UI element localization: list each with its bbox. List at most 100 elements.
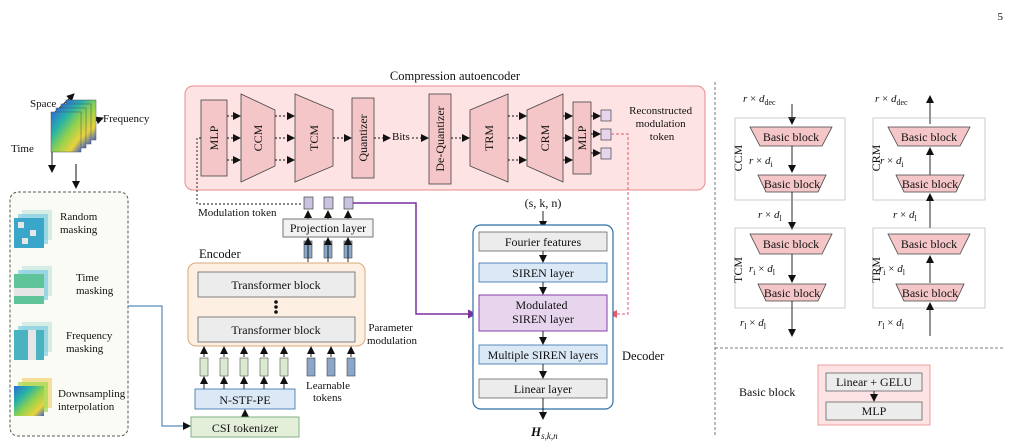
linear-layer-label: Linear layer [514, 382, 572, 396]
fourier-features-label: Fourier features [505, 235, 582, 249]
random-masking-thumb [14, 210, 52, 248]
parameter-modulation-arrow [353, 202, 477, 319]
modulation-token-1 [303, 196, 314, 210]
trm-basic-block-2-label: Basic block [902, 286, 958, 300]
ellipsis-dot-3 [274, 310, 278, 314]
ccm-side-label: CCM [731, 144, 745, 171]
csi-tokenizer-block [190, 416, 300, 438]
modulation-token-2 [323, 196, 334, 210]
reconstructed-token-3 [600, 147, 612, 160]
parameter-modulation-label: Parameter modulation [367, 322, 418, 347]
parameter-modulation-line2: modulation [367, 335, 418, 347]
modulated-siren-label: Modulated SIREN layer [512, 298, 574, 326]
crm-label: CRM [538, 124, 552, 151]
crm-basic-block-2 [895, 174, 965, 193]
tcm-basic-block-1-label: Basic block [763, 237, 819, 251]
page-number: 5 [998, 11, 1004, 23]
autoencoder-title: Compression autoencoder [390, 69, 521, 83]
reconstructed-to-decoder-arrow [609, 133, 629, 318]
decoder-input-label: (s, k, n) [525, 196, 562, 210]
bits-label: Bits [392, 131, 410, 143]
ccm-dim-mid: r × di [749, 155, 774, 169]
axis-frequency-label: Frequency [103, 113, 150, 125]
masking-item-time-line-1: Time [76, 272, 99, 284]
crm-side-label: CRM [869, 144, 883, 171]
autoencoder-mlp-right [572, 101, 592, 175]
masking-item-frequency-line-2: masking [66, 343, 104, 355]
trm-basic-block-2 [895, 283, 965, 302]
ccm-basic-block-1-label: Basic block [763, 130, 819, 144]
crm-trm-dim: r × dl [893, 209, 918, 223]
tcm-dim-mid: ri × dl [749, 263, 776, 277]
time-masking-thumb [14, 266, 52, 304]
projection-layer-label: Projection layer [290, 221, 366, 235]
basic-block-def-label: Basic block [739, 385, 795, 399]
linear-gelu-label: Linear + GELU [836, 375, 912, 389]
crm-dim-mid: r × di [880, 155, 905, 169]
trm-basic-block-1 [887, 233, 971, 255]
parameter-modulation-line1: Parameter [368, 322, 413, 334]
masking-item-random-line-1: Random [60, 211, 98, 223]
modulated-siren-line1: Modulated [516, 298, 568, 312]
crm-basic-block-1 [887, 126, 971, 147]
quantizer-label: Quantizer [356, 114, 370, 161]
trm-basic-block-1-label: Basic block [901, 237, 957, 251]
csi-tokenizer-label: CSI tokenizer [212, 421, 278, 435]
learnable-token-column [306, 357, 356, 377]
csi-input-cube: Space Frequency Time [11, 93, 150, 189]
dequantizer-block [428, 93, 452, 185]
crm-dim-out: r × ddec [875, 93, 908, 107]
reconstructed-label-line3: token [650, 131, 675, 143]
ellipsis-dot-2 [274, 305, 278, 309]
autoencoder-mlp-left-label: MLP [207, 125, 221, 150]
modulated-siren-line2: SIREN layer [512, 312, 574, 326]
axis-space-label: Space [30, 98, 56, 110]
trm-dim-in: rl × dl [878, 317, 905, 331]
ccm-dim-in: r × ddec [743, 93, 776, 107]
ellipsis-dot-1 [274, 300, 278, 304]
transformer-block-1-label: Transformer block [231, 278, 320, 292]
tcm-block [294, 93, 334, 183]
encoder-title: Encoder [199, 247, 241, 261]
downsampling-thumb [14, 378, 52, 416]
tcm-basic-block-2 [757, 283, 827, 302]
crm-basic-block-1-label: Basic block [901, 130, 957, 144]
axis-time-label: Time [11, 143, 34, 155]
modulation-token-3 [343, 196, 354, 210]
reconstructed-token-2 [600, 128, 612, 141]
masking-item-time-line-2: masking [76, 285, 114, 297]
transformer-block-1 [197, 271, 356, 298]
autoencoder-mlp-right-label: MLP [575, 125, 589, 150]
reconstructed-label: Reconstructed modulation token [629, 105, 695, 143]
decoder-output-label: Hs,k,n [530, 424, 558, 441]
reconstructed-label-line1: Reconstructed [629, 105, 692, 117]
masking-item-downsampling-line-1: Downsampling [58, 388, 126, 400]
transformer-block-2-label: Transformer block [231, 323, 320, 337]
ccm-block [240, 93, 276, 183]
ccm-tcm-dim: r × dl [758, 209, 783, 223]
tcm-dim-out: rl × dl [740, 317, 767, 331]
crm-basic-block-2-label: Basic block [902, 177, 958, 191]
masking-item-downsampling-line-2: interpolation [58, 401, 115, 413]
learnable-tokens-label: Learnable tokens [306, 380, 353, 404]
trm-label: TRM [482, 125, 496, 151]
crm-block [526, 93, 564, 183]
nstf-pe-label: N-STF-PE [219, 393, 270, 407]
ccm-basic-block-1 [749, 126, 833, 147]
masking-item-random-line-2: masking [60, 224, 98, 236]
masking-item-frequency-line-1: Frequency [66, 330, 113, 342]
ccm-basic-block-2-label: Basic block [764, 177, 820, 191]
trm-side-label: TRM [869, 257, 883, 283]
basic-mlp-label: MLP [862, 404, 887, 418]
csi-token-column [199, 357, 289, 377]
trm-dim-mid: ri × dl [879, 263, 906, 277]
tcm-basic-block-1 [749, 233, 833, 255]
tcm-group-box [734, 227, 846, 309]
ccm-basic-block-2 [757, 174, 827, 193]
tcm-label: TCM [307, 125, 321, 151]
